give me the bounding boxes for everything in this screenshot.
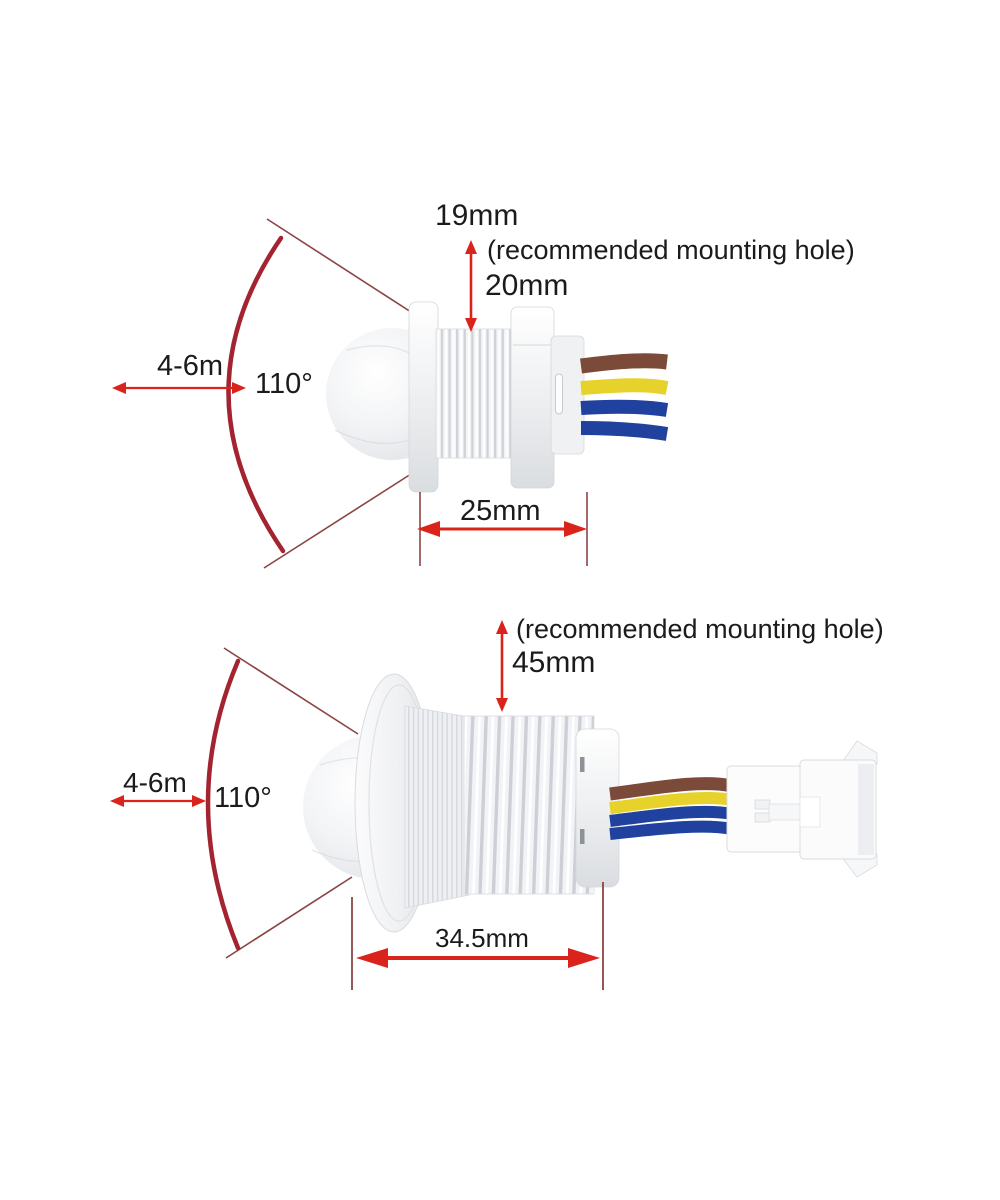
arrowhead-right: [564, 521, 587, 537]
bottom-detection-angle-label: 110°: [214, 782, 272, 814]
top-sensor-threads: [435, 328, 516, 459]
wire-connector-plug: [726, 740, 878, 878]
bottom-detection-ray-upper: [223, 647, 359, 735]
top-dome-facet-line: [334, 429, 416, 445]
wire-blue: [609, 820, 734, 840]
top-diagram: [112, 218, 669, 569]
wire-yellow: [580, 378, 669, 395]
wire-blue: [580, 399, 669, 417]
bottom-rear-cap-slit: [580, 757, 585, 772]
connector-notch: [799, 796, 821, 828]
wire-blue: [609, 805, 734, 827]
wire-blue: [580, 421, 669, 441]
arrowhead-left: [356, 948, 388, 968]
top-sensor-rear-cap: [550, 335, 585, 455]
bottom-detection-arc: [205, 658, 241, 951]
top-hole-dimension-arrow: [465, 240, 477, 332]
bottom-sensor-threads: [463, 715, 595, 895]
top-range-arrow: [112, 382, 246, 394]
top-detection-angle-label: 110°: [255, 368, 313, 400]
top-hole-height-label: 19mm: [435, 199, 519, 232]
bottom-body-width-label: 34.5mm: [435, 923, 529, 953]
wire-yellow: [609, 792, 734, 814]
connector-clip: [754, 812, 771, 823]
bottom-hole-height-label: 45mm: [512, 646, 596, 679]
arrowhead-right: [192, 795, 206, 807]
wire-brown: [609, 777, 734, 801]
top-mount-note-label: (recommended mounting hole): [487, 235, 855, 265]
arrowhead-right: [232, 382, 246, 394]
top-detection-range-label: 4-6m: [157, 350, 224, 382]
bottom-detection-ray-lower: [225, 876, 353, 959]
bottom-hole-dimension-arrow: [496, 620, 508, 712]
bottom-mount-note-label: (recommended mounting hole): [516, 614, 884, 644]
top-body-width-label: 25mm: [460, 495, 541, 527]
bottom-rear-cap-slit: [580, 829, 585, 844]
arrowhead-down: [465, 318, 477, 332]
bottom-sensor-wires: [609, 777, 734, 840]
top-detection-ray-lower: [263, 473, 412, 569]
arrowhead-down: [496, 698, 508, 712]
bottom-detection-range-label: 4-6m: [123, 767, 187, 798]
bottom-sensor: [303, 673, 878, 933]
bottom-diagram: [110, 620, 878, 990]
top-rear-cap-slot: [555, 373, 563, 415]
connector-right-face-shade: [858, 764, 874, 855]
top-sensor-wires: [580, 353, 669, 441]
bottom-sensor-knurled-collar: [404, 705, 470, 909]
top-detection-ray-upper: [266, 218, 412, 313]
arrowhead-left: [112, 382, 126, 394]
top-detection-arc: [226, 235, 286, 554]
arrowhead-up: [496, 620, 508, 634]
wire-brown: [580, 353, 668, 374]
arrowhead-up: [465, 240, 477, 254]
top-sensor-locknut: [510, 306, 555, 489]
connector-clip: [754, 799, 771, 810]
top-width-dimension: [417, 492, 588, 566]
top-sensor: [326, 301, 669, 493]
top-sensor-flange: [408, 301, 439, 493]
top-hole-depth-label: 20mm: [485, 269, 569, 302]
bottom-range-arrow: [110, 795, 206, 807]
arrowhead-right: [568, 948, 600, 968]
arrowhead-left: [110, 795, 124, 807]
arrowhead-left: [417, 521, 440, 537]
bottom-width-dimension: [351, 882, 604, 990]
